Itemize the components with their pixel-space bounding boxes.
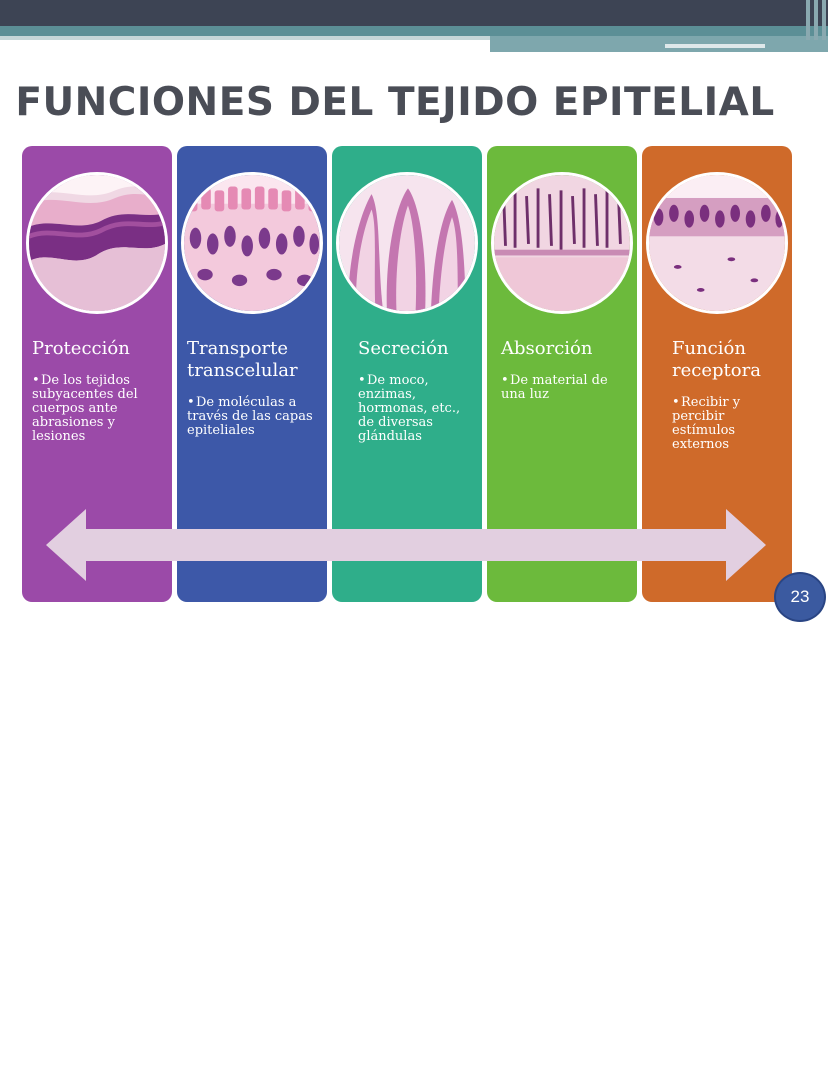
panel-bullet: •De material de una luz <box>501 373 608 402</box>
top-decorative-stripe <box>806 0 810 40</box>
top-decorative-stripe <box>490 36 828 52</box>
panel-bullet: •De moléculas a través de las capas epit… <box>187 395 313 438</box>
panel-bullet-text: De moléculas a través de las capas epite… <box>187 395 313 438</box>
top-decorative-stripe <box>0 26 828 36</box>
panel-bullet-text: De los tejidos subyacentes del cuerpos a… <box>32 373 138 444</box>
panel-secrecion: Secreción •De moco, enzimas, hormonas, e… <box>332 146 482 602</box>
panel-title: Transporte transcelular <box>187 338 298 381</box>
panel-title: Protección <box>32 338 130 359</box>
page-number-badge: 23 <box>774 572 826 622</box>
top-decorative-stripe <box>0 36 490 40</box>
slide-title: FUNCIONES DEL TEJIDO EPITELIAL <box>15 80 775 125</box>
panel-funcion-receptora: Función receptora •Recibir y percibir es… <box>642 146 792 602</box>
sensory-epithelium-micrograph <box>646 172 788 314</box>
glandular-epithelium-micrograph <box>336 172 478 314</box>
panel-bullet: •De los tejidos subyacentes del cuerpos … <box>32 373 138 444</box>
panel-bullet: •De moco, enzimas, hormonas, etc., de di… <box>358 373 461 444</box>
panel-bullet-text: Recibir y percibir estímulos externos <box>672 395 741 452</box>
panel-bullet-text: De moco, enzimas, hormonas, etc., de div… <box>358 373 461 444</box>
top-decorative-stripe <box>822 0 826 40</box>
panel-title: Función receptora <box>672 338 761 381</box>
intestinal-villi-micrograph <box>491 172 633 314</box>
panel-title: Secreción <box>358 338 449 359</box>
panel-transporte-transcelular: Transporte transcelular •De moléculas a … <box>177 146 327 602</box>
pseudostratified-epithelium-micrograph <box>181 172 323 314</box>
top-decorative-stripe <box>665 44 765 48</box>
functions-panels: Protección •De los tejidos subyacentes d… <box>22 146 792 602</box>
panel-bullet-text: De material de una luz <box>501 373 608 402</box>
panel-absorcion: Absorción •De material de una luz <box>487 146 637 602</box>
panel-bullet: •Recibir y percibir estímulos externos <box>672 395 741 452</box>
top-decorative-bar <box>0 0 828 26</box>
panel-title: Absorción <box>501 338 593 359</box>
panel-proteccion: Protección •De los tejidos subyacentes d… <box>22 146 172 602</box>
top-decorative-stripe <box>814 0 818 40</box>
stratified-squamous-epithelium-micrograph <box>26 172 168 314</box>
double-headed-arrow <box>46 509 766 581</box>
